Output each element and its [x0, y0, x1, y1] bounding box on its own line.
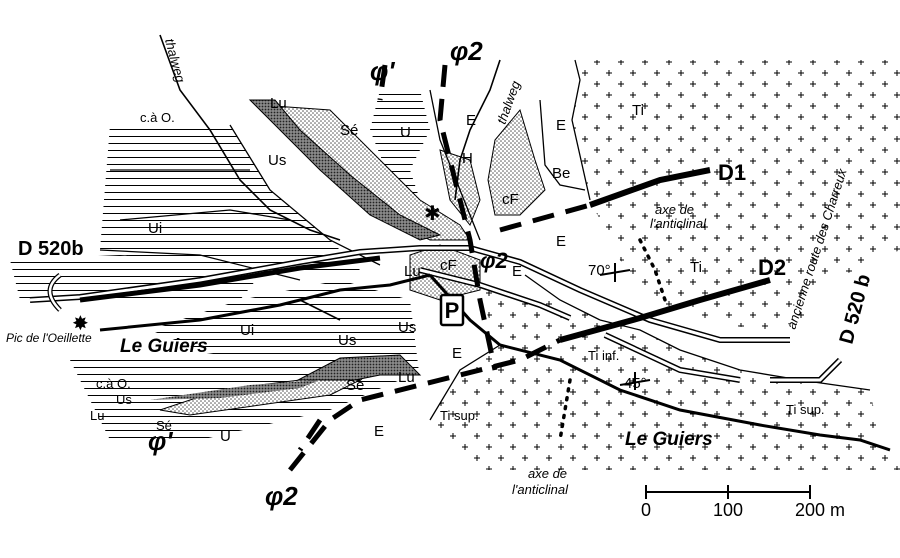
unit-ti-top: Ti — [632, 102, 644, 119]
unit-ti-sup-left: Ti sup. — [440, 408, 479, 423]
label-phi2-mid: φ2 — [480, 248, 508, 273]
label-axe-bottom-1: axe de — [528, 466, 567, 481]
unit-cf-mid: cF — [440, 257, 457, 274]
svg-text:P: P — [445, 298, 460, 323]
unit-e-mid2: E — [512, 263, 522, 280]
label-axe-bottom-2: l'anticlinal — [512, 482, 569, 497]
fault-phi2 — [437, 64, 498, 371]
strike-symbols — [599, 263, 651, 390]
unit-h: H — [462, 150, 473, 167]
star-icon: ✱ — [424, 203, 441, 225]
label-road-d520b-right: D 520 b — [836, 272, 876, 346]
label-axe-top-2: l'anticlinal — [650, 216, 707, 231]
unit-e-low: E — [452, 345, 462, 362]
unit-e-mid1: E — [556, 233, 566, 250]
fault-d1-dash — [499, 202, 591, 233]
fault-phi-prime-bottom — [297, 418, 323, 452]
star-markers: ✸ ✱ — [72, 203, 441, 335]
label-pic-oeillette: Pic de l'Oeillette — [6, 331, 92, 345]
label-guiers-right: Le Guiers — [625, 429, 713, 450]
unit-be: Be — [552, 165, 570, 182]
unit-ui-mid: Ui — [240, 322, 254, 339]
unit-ti-inf: Ti inf. — [588, 348, 619, 363]
fault-d1 — [588, 167, 711, 208]
unit-lu-low2: Lu — [90, 408, 104, 423]
label-phi-prime-bottom: φ' — [148, 426, 173, 456]
unit-labels: Lu Sé U E E c.à O. Us H cF Be Ti Ui E E … — [90, 95, 825, 445]
label-road-d520b-left: D 520b — [18, 238, 84, 260]
label-thalweg-left: thalweg — [162, 37, 188, 85]
contacts — [99, 59, 871, 421]
unit-lu-low: Lu — [398, 369, 415, 386]
label-axe-top-1: axe de — [655, 202, 694, 217]
unit-u-top: U — [400, 124, 411, 141]
unit-lu-mid: Lu — [404, 263, 421, 280]
unit-ti-sup-right: Ti sup. — [786, 402, 825, 417]
unit-u-low: U — [220, 428, 231, 445]
unit-cao-low: c.à O. — [96, 376, 131, 391]
stippled-bands — [150, 99, 546, 416]
label-d2: D2 — [758, 255, 786, 280]
unit-us-top: Us — [268, 152, 286, 169]
unit-cf-top: cF — [502, 191, 519, 208]
scale-bar: 0 100 200 m — [641, 485, 845, 520]
unit-e-top: E — [466, 112, 476, 129]
scale-tick-0: 0 — [641, 500, 651, 520]
unit-us-low: Us — [116, 392, 132, 407]
fault-d2 — [559, 277, 771, 343]
unit-lu-top: Lu — [270, 95, 287, 112]
unit-se-low: Sé — [346, 377, 364, 394]
anticline-axes — [558, 238, 667, 442]
unit-e-right: E — [556, 117, 566, 134]
roads — [29, 245, 843, 383]
thalwegs — [159, 34, 501, 321]
scale-tick-100: 100 — [713, 500, 743, 520]
unit-us-mid: Us — [398, 319, 416, 336]
label-phi-prime-top: φ' — [370, 56, 395, 86]
label-d1: D1 — [718, 160, 746, 185]
ti-area — [430, 60, 900, 470]
dashed-faults — [288, 64, 591, 472]
unit-se-low2: Sé — [156, 418, 172, 433]
unit-ti-mid: Ti — [690, 259, 702, 276]
hatched-areas — [10, 90, 430, 440]
unit-se-top: Sé — [340, 122, 358, 139]
unit-e-bottom: E — [374, 423, 384, 440]
unit-ui-top: Ui — [148, 220, 162, 237]
unit-cao-top: c.à O. — [140, 110, 175, 125]
label-dip-45: 45° — [624, 375, 647, 392]
label-guiers-left: Le Guiers — [120, 336, 208, 357]
fault-d1-west — [79, 255, 381, 303]
scale-tick-200: 200 m — [795, 500, 845, 520]
unit-us-mid2: Us — [338, 332, 356, 349]
label-dip-70: 70° — [588, 262, 611, 279]
fault-phi-prime-top — [377, 64, 388, 101]
star-icon: ✸ — [72, 313, 89, 335]
label-phi2-bottom: φ2 — [265, 481, 298, 511]
fault-d2-dash — [288, 337, 562, 472]
faults — [79, 167, 771, 343]
parking-sign: P — [439, 293, 465, 327]
label-phi2-top: φ2 — [450, 36, 483, 66]
